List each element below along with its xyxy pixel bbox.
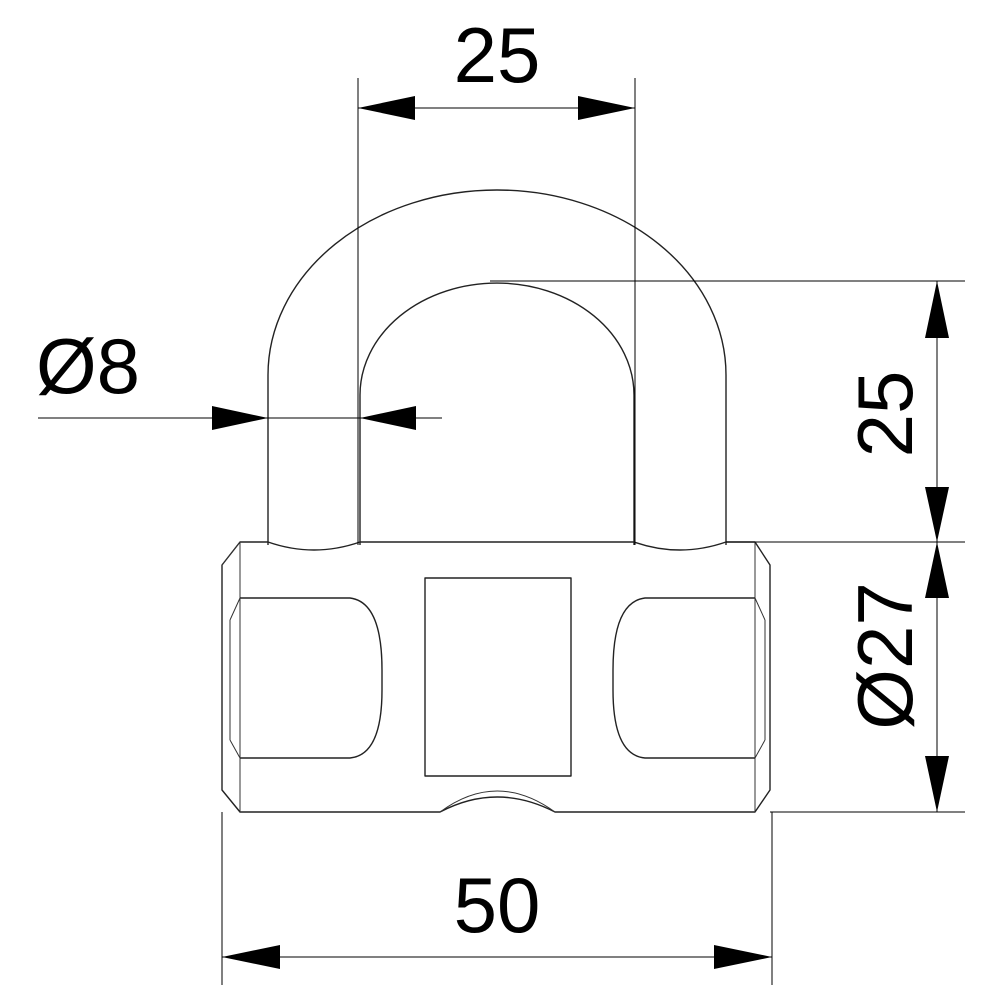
right-recess-bevel-bottom (754, 739, 766, 759)
left-recess-bevel-top (229, 597, 241, 621)
body-bevel-left-top (221, 541, 241, 566)
arrow-right (714, 945, 772, 969)
right-grip-recess (612, 597, 755, 759)
arrow-right (578, 96, 635, 120)
left-grip-recess (240, 597, 383, 759)
arrow-up (925, 281, 949, 338)
dimension-label-shackle-height: 25 (841, 371, 929, 458)
arrow-right (212, 406, 268, 430)
label-plate (424, 577, 572, 777)
arrow-down (925, 487, 949, 542)
arrow-left (222, 945, 280, 969)
dimension-body-diameter: Ø27 (770, 542, 965, 813)
arrow-down (925, 756, 949, 812)
dimension-label-body-diameter: Ø27 (841, 582, 929, 729)
arrow-up (925, 542, 949, 598)
body-bottom-arc (439, 790, 556, 813)
dimension-shackle-diameter: Ø8 (36, 322, 442, 430)
right-recess-bevel-top (754, 597, 766, 621)
shackle-inner-outline (359, 282, 635, 545)
dimension-body-width: 50 (221, 812, 773, 985)
left-recess-bevel-bottom (229, 739, 241, 759)
arrow-left (360, 406, 416, 430)
arrow-left (358, 96, 415, 120)
dimension-shackle-gap: 25 (357, 11, 636, 545)
dimension-shackle-height: 25 (490, 280, 965, 543)
shackle (267, 189, 727, 545)
dimension-label-body-width: 50 (454, 861, 541, 949)
shackle-outer-outline (267, 189, 727, 545)
dimension-label-shackle-diameter: Ø8 (36, 322, 140, 410)
body-outline (221, 541, 771, 813)
lock-body (221, 541, 771, 813)
dimension-label-shackle-gap: 25 (454, 11, 541, 99)
